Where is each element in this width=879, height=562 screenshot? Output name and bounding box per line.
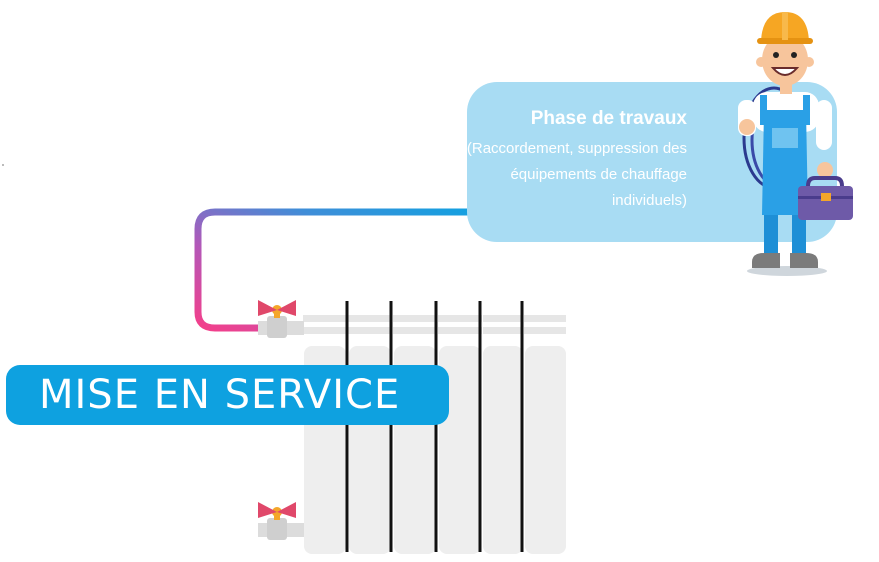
bubble-desc-line: équipements de chauffage bbox=[510, 166, 687, 183]
valve-icon bbox=[258, 300, 304, 338]
bubble-text: Phase de travaux (Raccordement, suppress… bbox=[417, 106, 687, 214]
pipe-icon bbox=[194, 208, 474, 332]
bubble-description: (Raccordement, suppression des équipemen… bbox=[417, 136, 687, 214]
toolbox-icon bbox=[798, 176, 853, 220]
bubble-desc-line: (Raccordement, suppression des bbox=[466, 140, 687, 157]
valve-icon bbox=[258, 502, 304, 540]
bubble-title: Phase de travaux bbox=[530, 108, 687, 129]
mise-en-service-banner: MISE EN SERVICE bbox=[6, 365, 449, 425]
worker-icon bbox=[738, 12, 833, 276]
dot-mark bbox=[2, 164, 4, 166]
service-label: MISE EN SERVICE bbox=[39, 372, 401, 418]
bubble-desc-line: individuels) bbox=[611, 192, 687, 209]
